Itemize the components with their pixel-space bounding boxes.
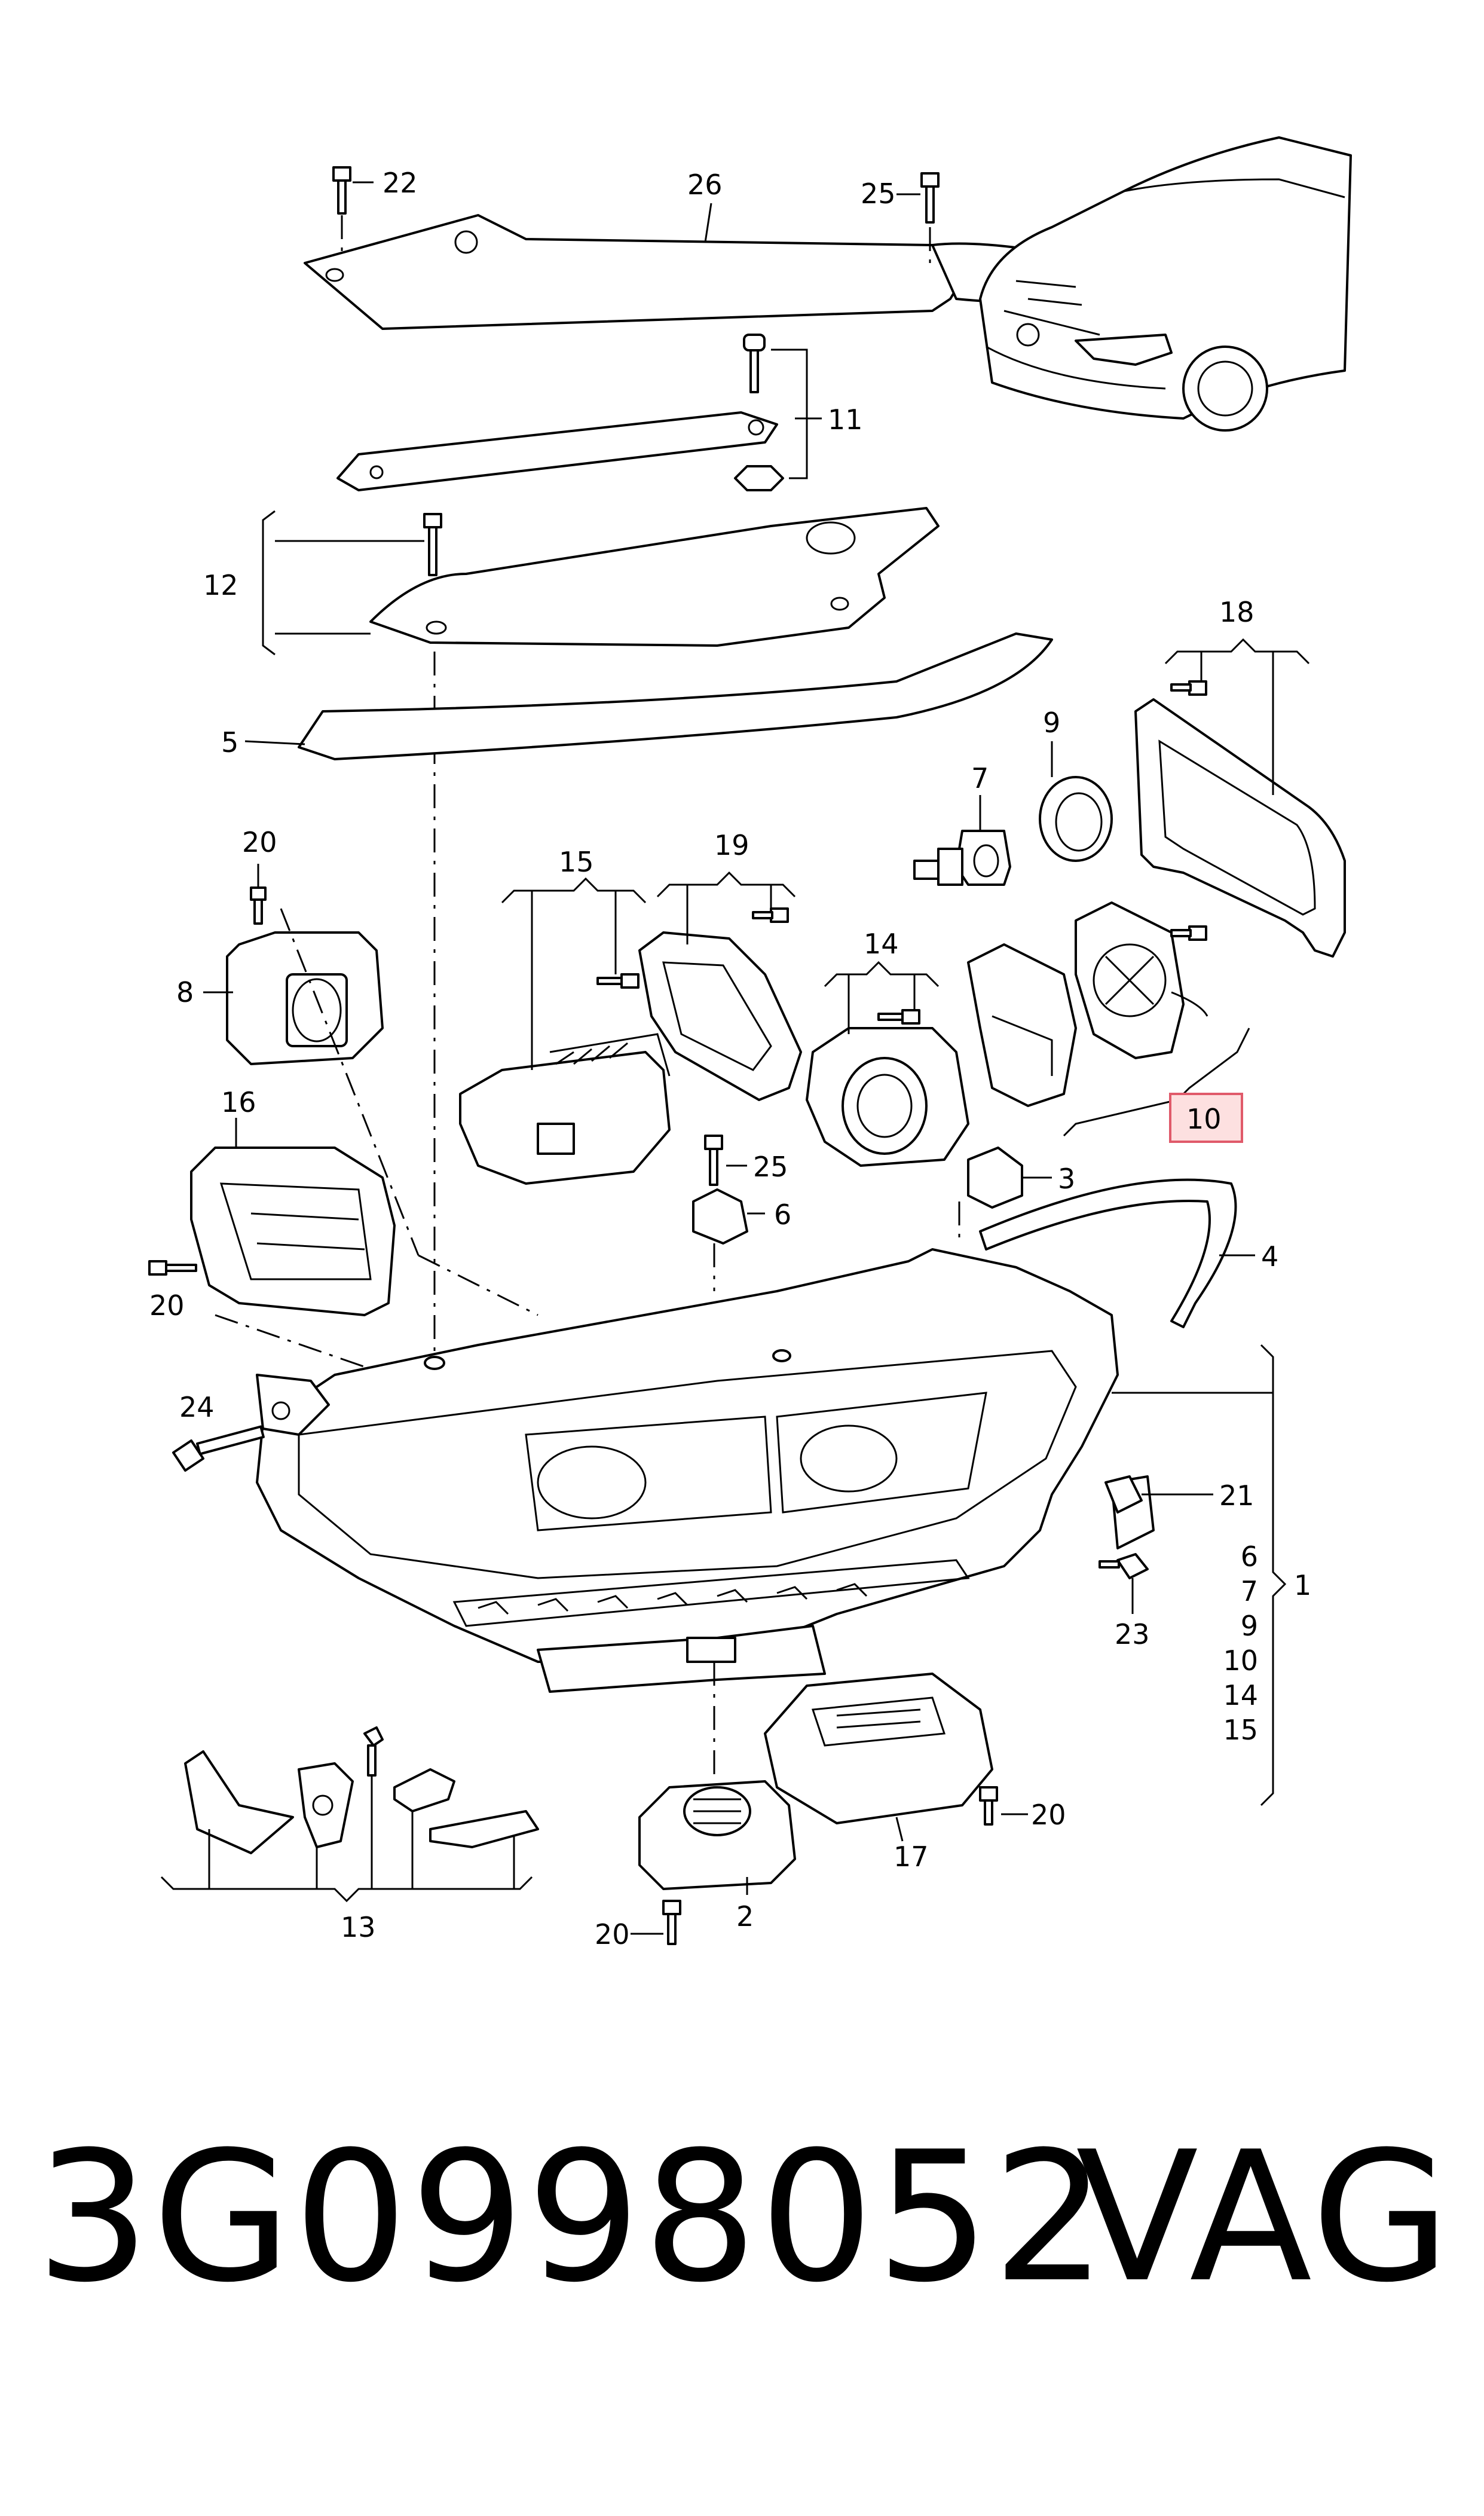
callout-6: 6 (774, 1199, 791, 1231)
housing-16 (148, 1118, 396, 1316)
callout-24: 24 (179, 1391, 215, 1423)
group-1-item: 6 (1241, 1540, 1258, 1573)
cover-19 (638, 871, 802, 1101)
callout-26: 26 (687, 169, 723, 201)
bolt-24 (172, 1425, 265, 1472)
callout-20-c: 20 (1031, 1799, 1066, 1831)
frame-18 (1134, 638, 1346, 958)
screw-22 (332, 166, 374, 257)
projector-14 (806, 961, 969, 1167)
callout-17: 17 (894, 1841, 929, 1873)
callout-25-bottom: 25 (753, 1151, 788, 1183)
control-unit-8 (203, 864, 384, 1065)
callout-10-highlight (1169, 1093, 1243, 1143)
callout-22: 22 (383, 167, 418, 199)
callout-18: 18 (1219, 596, 1254, 628)
callout-16: 16 (221, 1086, 256, 1118)
panel-12 (262, 507, 940, 656)
ring-9 (1039, 741, 1113, 862)
bulb-7 (913, 795, 1011, 886)
group-1-item: 10 (1223, 1644, 1258, 1677)
nut-21-screw-23 (1099, 1475, 1213, 1614)
callout-2: 2 (736, 1900, 754, 1933)
bracket-11 (336, 334, 822, 491)
callout-3: 3 (1058, 1163, 1075, 1195)
callout-1: 1 (1294, 1569, 1311, 1601)
part-number: 3G0998052 (36, 2113, 1109, 2322)
callout-11: 11 (828, 403, 863, 436)
module-15 (459, 877, 671, 1185)
screw-25-top (896, 172, 940, 263)
callout-12: 12 (203, 569, 238, 601)
clip-3 (958, 1147, 1052, 1243)
callout-20-b: 20 (149, 1289, 185, 1322)
ballast-17 (764, 1673, 1028, 1842)
seal-4 (979, 1178, 1255, 1328)
trim-panel-26 (304, 214, 1090, 330)
callout-20-a: 20 (242, 826, 277, 858)
callout-7: 7 (971, 762, 989, 794)
headlight-assembly-1 (256, 1248, 1155, 1693)
screw-25-clip-6 (692, 1135, 765, 1291)
callout-9: 9 (1043, 707, 1060, 739)
callout-8: 8 (176, 976, 194, 1008)
strip-5 (244, 632, 1053, 760)
callout-20-d: 20 (595, 1918, 630, 1951)
callout-14: 14 (864, 928, 899, 960)
car-thumbnail (979, 136, 1352, 432)
callout-19: 19 (714, 829, 749, 861)
brackets-13 (160, 1726, 539, 1903)
brand-label: VAG (1076, 2113, 1453, 2322)
group-1-item: 15 (1223, 1714, 1258, 1746)
callout-4: 4 (1261, 1240, 1278, 1273)
fan-unit-10 (967, 901, 1250, 1143)
callout-15: 15 (559, 846, 594, 878)
ballast-2 (631, 1662, 796, 1945)
group-1-item: 14 (1223, 1679, 1258, 1711)
callout-23: 23 (1115, 1618, 1150, 1650)
group-1-item: 7 (1241, 1575, 1258, 1607)
callout-5: 5 (221, 726, 238, 759)
callout-25-top: 25 (861, 178, 896, 210)
group-1-item: 9 (1241, 1610, 1258, 1642)
callout-10: 10 (1186, 1103, 1222, 1135)
callout-13: 13 (341, 1911, 376, 1943)
callout-21: 21 (1219, 1479, 1254, 1512)
parts-diagram: 22 25 26 11 (148, 136, 1352, 1951)
